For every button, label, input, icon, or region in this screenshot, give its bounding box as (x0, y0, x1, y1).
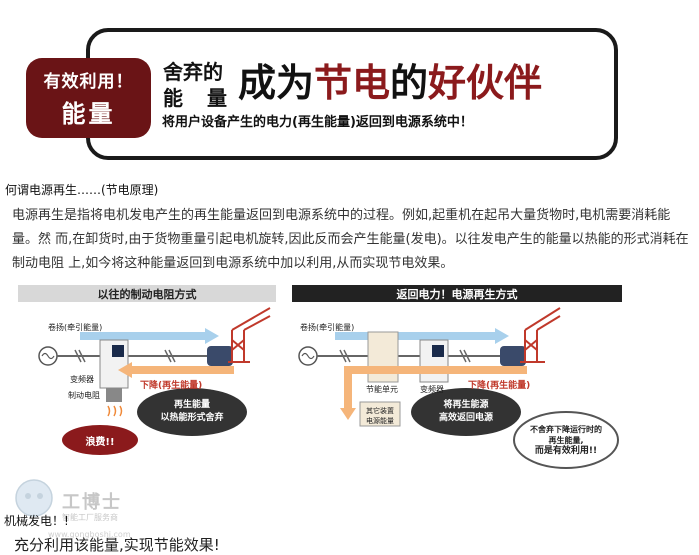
right-descend-label: 下降(再生能量) (468, 381, 531, 391)
footer-line2: 充分利用该能量,实现节能效果! (14, 536, 220, 554)
left-blob-text: 再生能量 以热能形式舍弃 (142, 398, 242, 426)
right-blob-line2: 高效返回电源 (438, 413, 493, 423)
watermark-tagline: 智能工厂服务商 (62, 513, 118, 522)
return-arrow (352, 366, 527, 374)
headline-part4: 好伙伴 (428, 61, 543, 105)
regeneration-diagram (38, 307, 619, 469)
right-blob-text: 将再生能源 高效返回电源 (416, 398, 516, 426)
banner: 有效利用！ 能量 舍弃的 能 量 成为节电的好伙伴 将用户设备产生的电力(再生能… (0, 18, 620, 160)
badge-line1: 有效利用！ (43, 72, 134, 92)
banner-badge: 有效利用！ 能量 (26, 58, 151, 138)
sine-icon (41, 352, 55, 360)
watermark-url: www.gongboshi.com (48, 530, 131, 539)
crane-icon-right (520, 307, 561, 363)
left-inverter-label: 变频器 (70, 375, 94, 384)
other-device-text: 其它装置 电源能量 (360, 404, 400, 428)
descend-arrow (132, 366, 234, 374)
badge-line2: 能量 (61, 100, 116, 128)
callout-text: 不舍弃下降运行时的 再生能量, 而是有效利用!! (516, 416, 616, 464)
headline-part2: 节电 (314, 61, 391, 105)
callout-line1: 不舍弃下降运行时的 (530, 424, 602, 434)
callout-bubble (513, 411, 619, 469)
right-inverter-label: 变频器 (420, 385, 444, 394)
energy-saving-unit-icon (367, 331, 399, 383)
other-device-box (359, 401, 401, 427)
crane-icon (228, 307, 271, 363)
watermark-logo: 工博士 (62, 492, 122, 513)
right-blob-line1: 将再生能源 (443, 400, 489, 410)
headline-part1: 成为 (238, 61, 315, 105)
other-device-line1: 其它装置 (366, 407, 394, 415)
banner-small-line1: 舍弃的 (163, 60, 223, 84)
section-heading: 何谓电源再生……(节电原理) (5, 183, 159, 197)
energy-unit-label: 节能单元 (366, 385, 398, 394)
left-descend-label: 下降(再生能量) (140, 381, 203, 391)
heat-icon (107, 405, 123, 417)
left-blob-line2: 以热能形式舍弃 (160, 413, 224, 423)
right-winch-label: 卷扬(牵引能量) (300, 323, 355, 332)
left-diagram (38, 307, 271, 455)
banner-small-line2: 能 量 (163, 86, 229, 110)
callout-line3: 而是有效利用!! (534, 445, 598, 456)
right-diagram (298, 307, 619, 469)
left-dark-blob (137, 388, 247, 436)
resistor-label: 制动电阻 (68, 391, 100, 400)
robot-mascot-icon (15, 479, 53, 517)
waste-blob (62, 425, 138, 455)
left-blob-line1: 再生能量 (173, 400, 210, 410)
callout-line2: 再生能量, (548, 435, 584, 445)
motor-icon (207, 346, 233, 366)
left-winch-label: 卷扬(牵引能量) (48, 323, 103, 332)
left-panel-title: 以往的制动电阻方式 (18, 285, 276, 302)
banner-subtitle: 将用户设备产生的电力(再生能量)返回到电源系统中！ (162, 115, 473, 130)
waste-label: 浪费!! (85, 436, 115, 448)
other-device-line2: 电源能量 (366, 417, 394, 425)
resistor-icon (106, 388, 122, 402)
right-dark-blob (411, 388, 521, 436)
explanation-paragraph: 电源再生是指将电机发电产生的再生能量返回到电源系统中的过程。例如,起重机在起吊大… (12, 208, 689, 271)
winch-arrow (80, 332, 205, 340)
right-panel-title: 返回电力！电源再生方式 (292, 285, 622, 302)
banner-headline: 成为节电的好伙伴 (238, 52, 542, 107)
footer-line1: 机械发电！! (4, 514, 69, 528)
motor-icon-right (500, 346, 526, 366)
headline-part3: 的 (390, 61, 429, 105)
